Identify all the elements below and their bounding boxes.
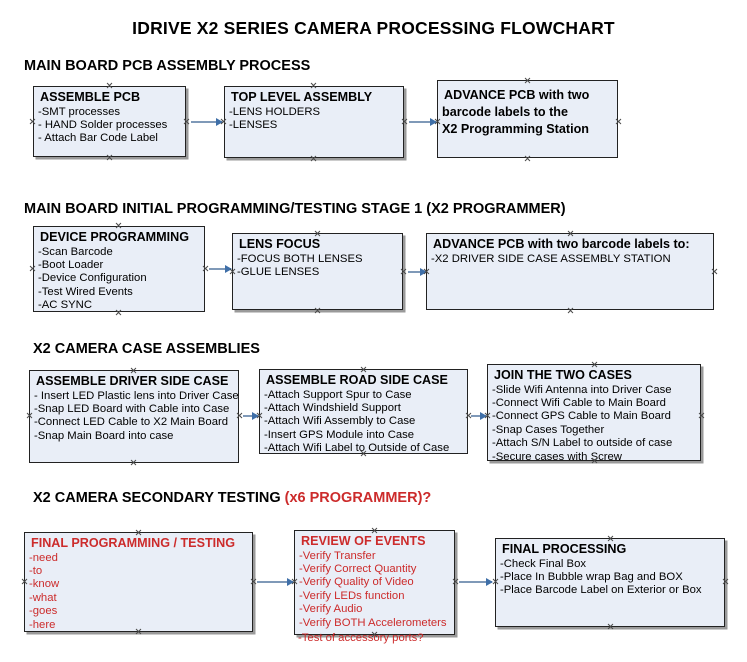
flow-box-line: -to [29, 564, 43, 577]
section-heading-x2-camera-case-assemblies: X2 CAMERA CASE ASSEMBLIES [33, 341, 260, 357]
flow-box-line: -Scan Barcode [38, 245, 113, 258]
page-title: IDRIVE X2 SERIES CAMERA PROCESSING FLOWC… [132, 18, 615, 38]
flow-box-title: ASSEMBLE PCB [40, 90, 141, 104]
flow-box-title: DEVICE PROGRAMMING [40, 230, 190, 244]
flow-box-line: -Verify Transfer [299, 549, 376, 562]
flow-box-review-of-events[interactable]: REVIEW OF EVENTS -Verify Transfer -Verif… [294, 530, 455, 635]
connector-final-programming-to-review-of-events [257, 578, 294, 585]
connector-device-programming-to-lens-focus [209, 265, 232, 272]
flow-box-line: -goes [29, 605, 58, 618]
flow-box-title: FINAL PROCESSING [502, 542, 627, 556]
flow-box-title: FINAL PROGRAMMING / TESTING [31, 536, 236, 550]
flow-box-line: -LENSES [229, 118, 278, 131]
flow-box-title: REVIEW OF EVENTS [301, 534, 426, 548]
flow-box-line: -Attach Support Spur to Case [264, 388, 412, 401]
flow-box-line: -Verify Quality of Video [299, 576, 414, 589]
flow-box-top-level-assembly[interactable]: TOP LEVEL ASSEMBLY -LENS HOLDERS -LENSES [224, 86, 404, 158]
flow-box-line: -Boot Loader [38, 258, 104, 271]
flow-box-line: -Verify Correct Quantity [299, 562, 417, 575]
section-heading-text: X2 CAMERA SECONDARY TESTING [33, 490, 285, 506]
flow-box-line: -Attach Windshield Support [264, 401, 401, 414]
flow-box-assemble-driver-side-case[interactable]: ASSEMBLE DRIVER SIDE CASE - Insert LED P… [29, 370, 239, 463]
section-heading-x2-camera-secondary-testing: X2 CAMERA SECONDARY TESTING (x6 PROGRAMM… [33, 490, 431, 506]
flow-box-final-processing[interactable]: FINAL PROCESSING -Check Final Box -Place… [495, 538, 725, 627]
flow-box-line: -Test Wired Events [38, 285, 133, 298]
flow-box-line: -Connect LED Cable to X2 Main Board [34, 416, 229, 429]
connector-top-level-assembly-to-advance-pcb [409, 118, 437, 125]
flow-box-line: -Snap Cases Together [492, 423, 605, 436]
flow-box-title: TOP LEVEL ASSEMBLY [231, 90, 373, 104]
flow-box-line: -Place Barcode Label on Exterior or Box [500, 584, 702, 597]
flow-box-title: ASSEMBLE DRIVER SIDE CASE [36, 374, 229, 388]
flow-box-line: -X2 DRIVER SIDE CASE ASSEMBLY STATION [431, 252, 671, 265]
section-heading-main-board-initial-programming: MAIN BOARD INITIAL PROGRAMMING/TESTING S… [24, 201, 566, 217]
flow-box-overflow-line: -Test of accessory ports? [298, 632, 424, 644]
flow-box-line: -SMT processes [38, 105, 121, 118]
flow-box-line: -Snap Main Board into case [34, 429, 174, 442]
flow-box-title: LENS FOCUS [239, 237, 321, 251]
section-heading-main-board-pcb-assembly: MAIN BOARD PCB ASSEMBLY PROCESS [24, 58, 311, 74]
flow-box-line: -Attach Wifi Label to Outside of Case [264, 442, 450, 455]
flow-box-line: -Verify LEDs function [299, 589, 405, 602]
flow-box-title: ASSEMBLE ROAD SIDE CASE [266, 373, 448, 387]
flow-box-line: -here [29, 618, 56, 631]
flow-box-assemble-road-side-case[interactable]: ASSEMBLE ROAD SIDE CASE -Attach Support … [259, 369, 468, 454]
flow-box-title: ADVANCE PCB with two barcode labels to: [433, 237, 690, 251]
connector-driver-case-to-road-case [243, 412, 259, 419]
flow-box-line: -Connect GPS Cable to Main Board [492, 410, 671, 423]
connector-review-of-events-to-final-processing [459, 578, 493, 585]
flow-box-line: -Slide Wifi Antenna into Driver Case [492, 383, 672, 396]
flow-box-lens-focus[interactable]: LENS FOCUS -FOCUS BOTH LENSES -GLUE LENS… [232, 233, 403, 310]
connector-road-case-to-join-cases [471, 412, 487, 419]
flow-box-line: -AC SYNC [38, 299, 92, 312]
flow-box-line: -know [29, 578, 60, 591]
flow-box-line: -Device Configuration [38, 272, 147, 285]
flow-box-line: -what [29, 591, 57, 604]
flow-box-line: -Attach S/N Label to outside of case [492, 437, 673, 450]
flow-box-line: -need [29, 551, 58, 564]
flow-box-line: - Attach Bar Code Label [38, 132, 158, 145]
flow-box-line: -Secure cases with Screw [492, 450, 622, 463]
flow-box-line: -LENS HOLDERS [229, 105, 321, 118]
flow-box-title: JOIN THE TWO CASES [494, 368, 632, 382]
flow-box-join-the-two-cases[interactable]: JOIN THE TWO CASES -Slide Wifi Antenna i… [487, 364, 701, 463]
flow-box-line: -Place In Bubble wrap Bag and BOX [500, 570, 683, 583]
flow-box-line: X2 Programming Station [442, 121, 589, 136]
flow-box-device-programming[interactable]: DEVICE PROGRAMMING -Scan Barcode -Boot L… [33, 226, 205, 312]
flow-box-line: -Verify Audio [299, 603, 363, 616]
flow-box-line: -FOCUS BOTH LENSES [237, 252, 363, 265]
connector-assemble-pcb-to-top-level-assembly [191, 118, 223, 125]
section-heading-accent: (x6 PROGRAMMER)? [284, 490, 432, 506]
flow-box-title: ADVANCE PCB with two [444, 88, 590, 102]
connector-lens-focus-to-advance-pcb [408, 268, 427, 275]
flow-box-final-programming-testing[interactable]: FINAL PROGRAMMING / TESTING -need -to -k… [24, 532, 253, 632]
flow-box-assemble-pcb[interactable]: ASSEMBLE PCB -SMT processes - HAND Solde… [33, 86, 186, 157]
flow-box-advance-pcb-to-x2-programming-station[interactable]: ADVANCE PCB with two barcode labels to t… [437, 80, 618, 158]
flow-box-line: -Insert GPS Module into Case [264, 428, 415, 441]
flow-box-line: -Snap LED Board with Cable into Case [34, 402, 230, 415]
flow-box-line: -Verify BOTH Accelerometers [299, 616, 447, 629]
flow-box-line: -Check Final Box [500, 557, 587, 570]
flow-box-advance-pcb-to-driver-side-case[interactable]: ADVANCE PCB with two barcode labels to: … [426, 233, 714, 310]
flow-box-line: -Connect Wifi Cable to Main Board [492, 396, 666, 409]
flow-box-line: -GLUE LENSES [237, 265, 320, 278]
flow-box-line: - Insert LED Plastic lens into Driver Ca… [34, 389, 239, 402]
flow-box-line: - HAND Solder processes [38, 118, 168, 131]
flow-box-line: -Attach Wifi Assembly to Case [264, 415, 416, 428]
flow-box-line: barcode labels to the [442, 104, 568, 119]
